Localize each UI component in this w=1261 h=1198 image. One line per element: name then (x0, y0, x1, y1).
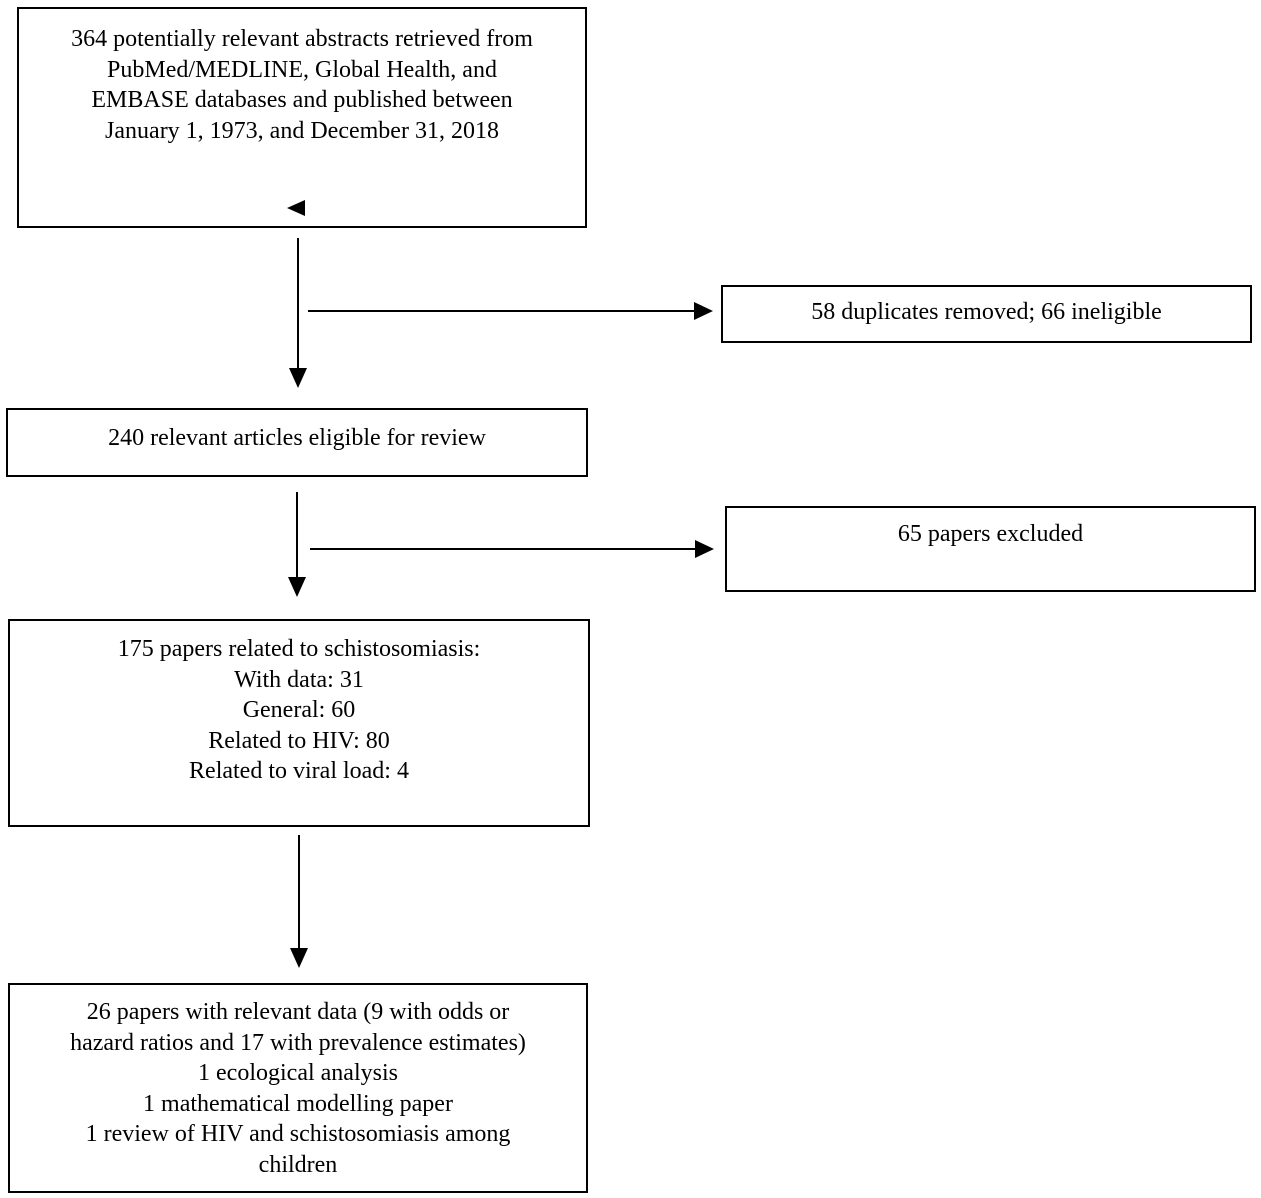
arrowhead-down-1-icon (289, 368, 307, 388)
duplicates-removed-box: 58 duplicates removed; 66 ineligible (721, 285, 1252, 343)
arrowhead-down-2-icon (288, 577, 306, 597)
eligible-articles-box: 240 relevant articles eligible for revie… (6, 408, 588, 477)
search-line-1: 364 potentially relevant abstracts retri… (71, 26, 533, 52)
papers-excluded-box: 65 papers excluded (725, 506, 1256, 592)
schisto-line-5: Related to viral load: 4 (189, 758, 409, 784)
final-line-3: 1 ecological analysis (198, 1060, 398, 1086)
arrowhead-down-3-icon (290, 948, 308, 968)
schisto-line-3: General: 60 (242, 697, 356, 723)
search-results-box: 364 potentially relevant abstracts retri… (17, 7, 587, 228)
schisto-line-4: Related to HIV: 80 (208, 727, 390, 754)
stray-arrowhead-icon (287, 200, 305, 216)
arrowhead-right-2-icon (695, 540, 714, 558)
search-line-2: PubMed/MEDLINE, Global Health, and (107, 56, 497, 83)
final-line-2: hazard ratios and 17 with prevalence est… (70, 1029, 526, 1056)
arrowhead-right-1-icon (694, 302, 713, 320)
final-line-6: children (258, 1151, 338, 1178)
final-papers-box: 26 papers with relevant data (9 with odd… (8, 983, 588, 1193)
eligible-line-1: 240 relevant articles eligible for revie… (108, 425, 486, 451)
search-line-3: EMBASE databases and published between (91, 87, 513, 113)
final-line-5: 1 review of HIV and schistosomiasis amon… (85, 1121, 511, 1147)
excluded-line-1: 65 papers excluded (897, 521, 1084, 547)
schistosomiasis-papers-box: 175 papers related to schistosomiasis: W… (8, 619, 590, 827)
removed-line-1: 58 duplicates removed; 66 ineligible (811, 299, 1162, 325)
final-line-1: 26 papers with relevant data (9 with odd… (86, 999, 510, 1025)
search-line-4: January 1, 1973, and December 31, 2018 (105, 117, 499, 144)
final-line-4: 1 mathematical modelling paper (143, 1090, 453, 1117)
schisto-line-1: 175 papers related to schistosomiasis: (117, 636, 481, 662)
schisto-line-2: With data: 31 (234, 666, 364, 693)
